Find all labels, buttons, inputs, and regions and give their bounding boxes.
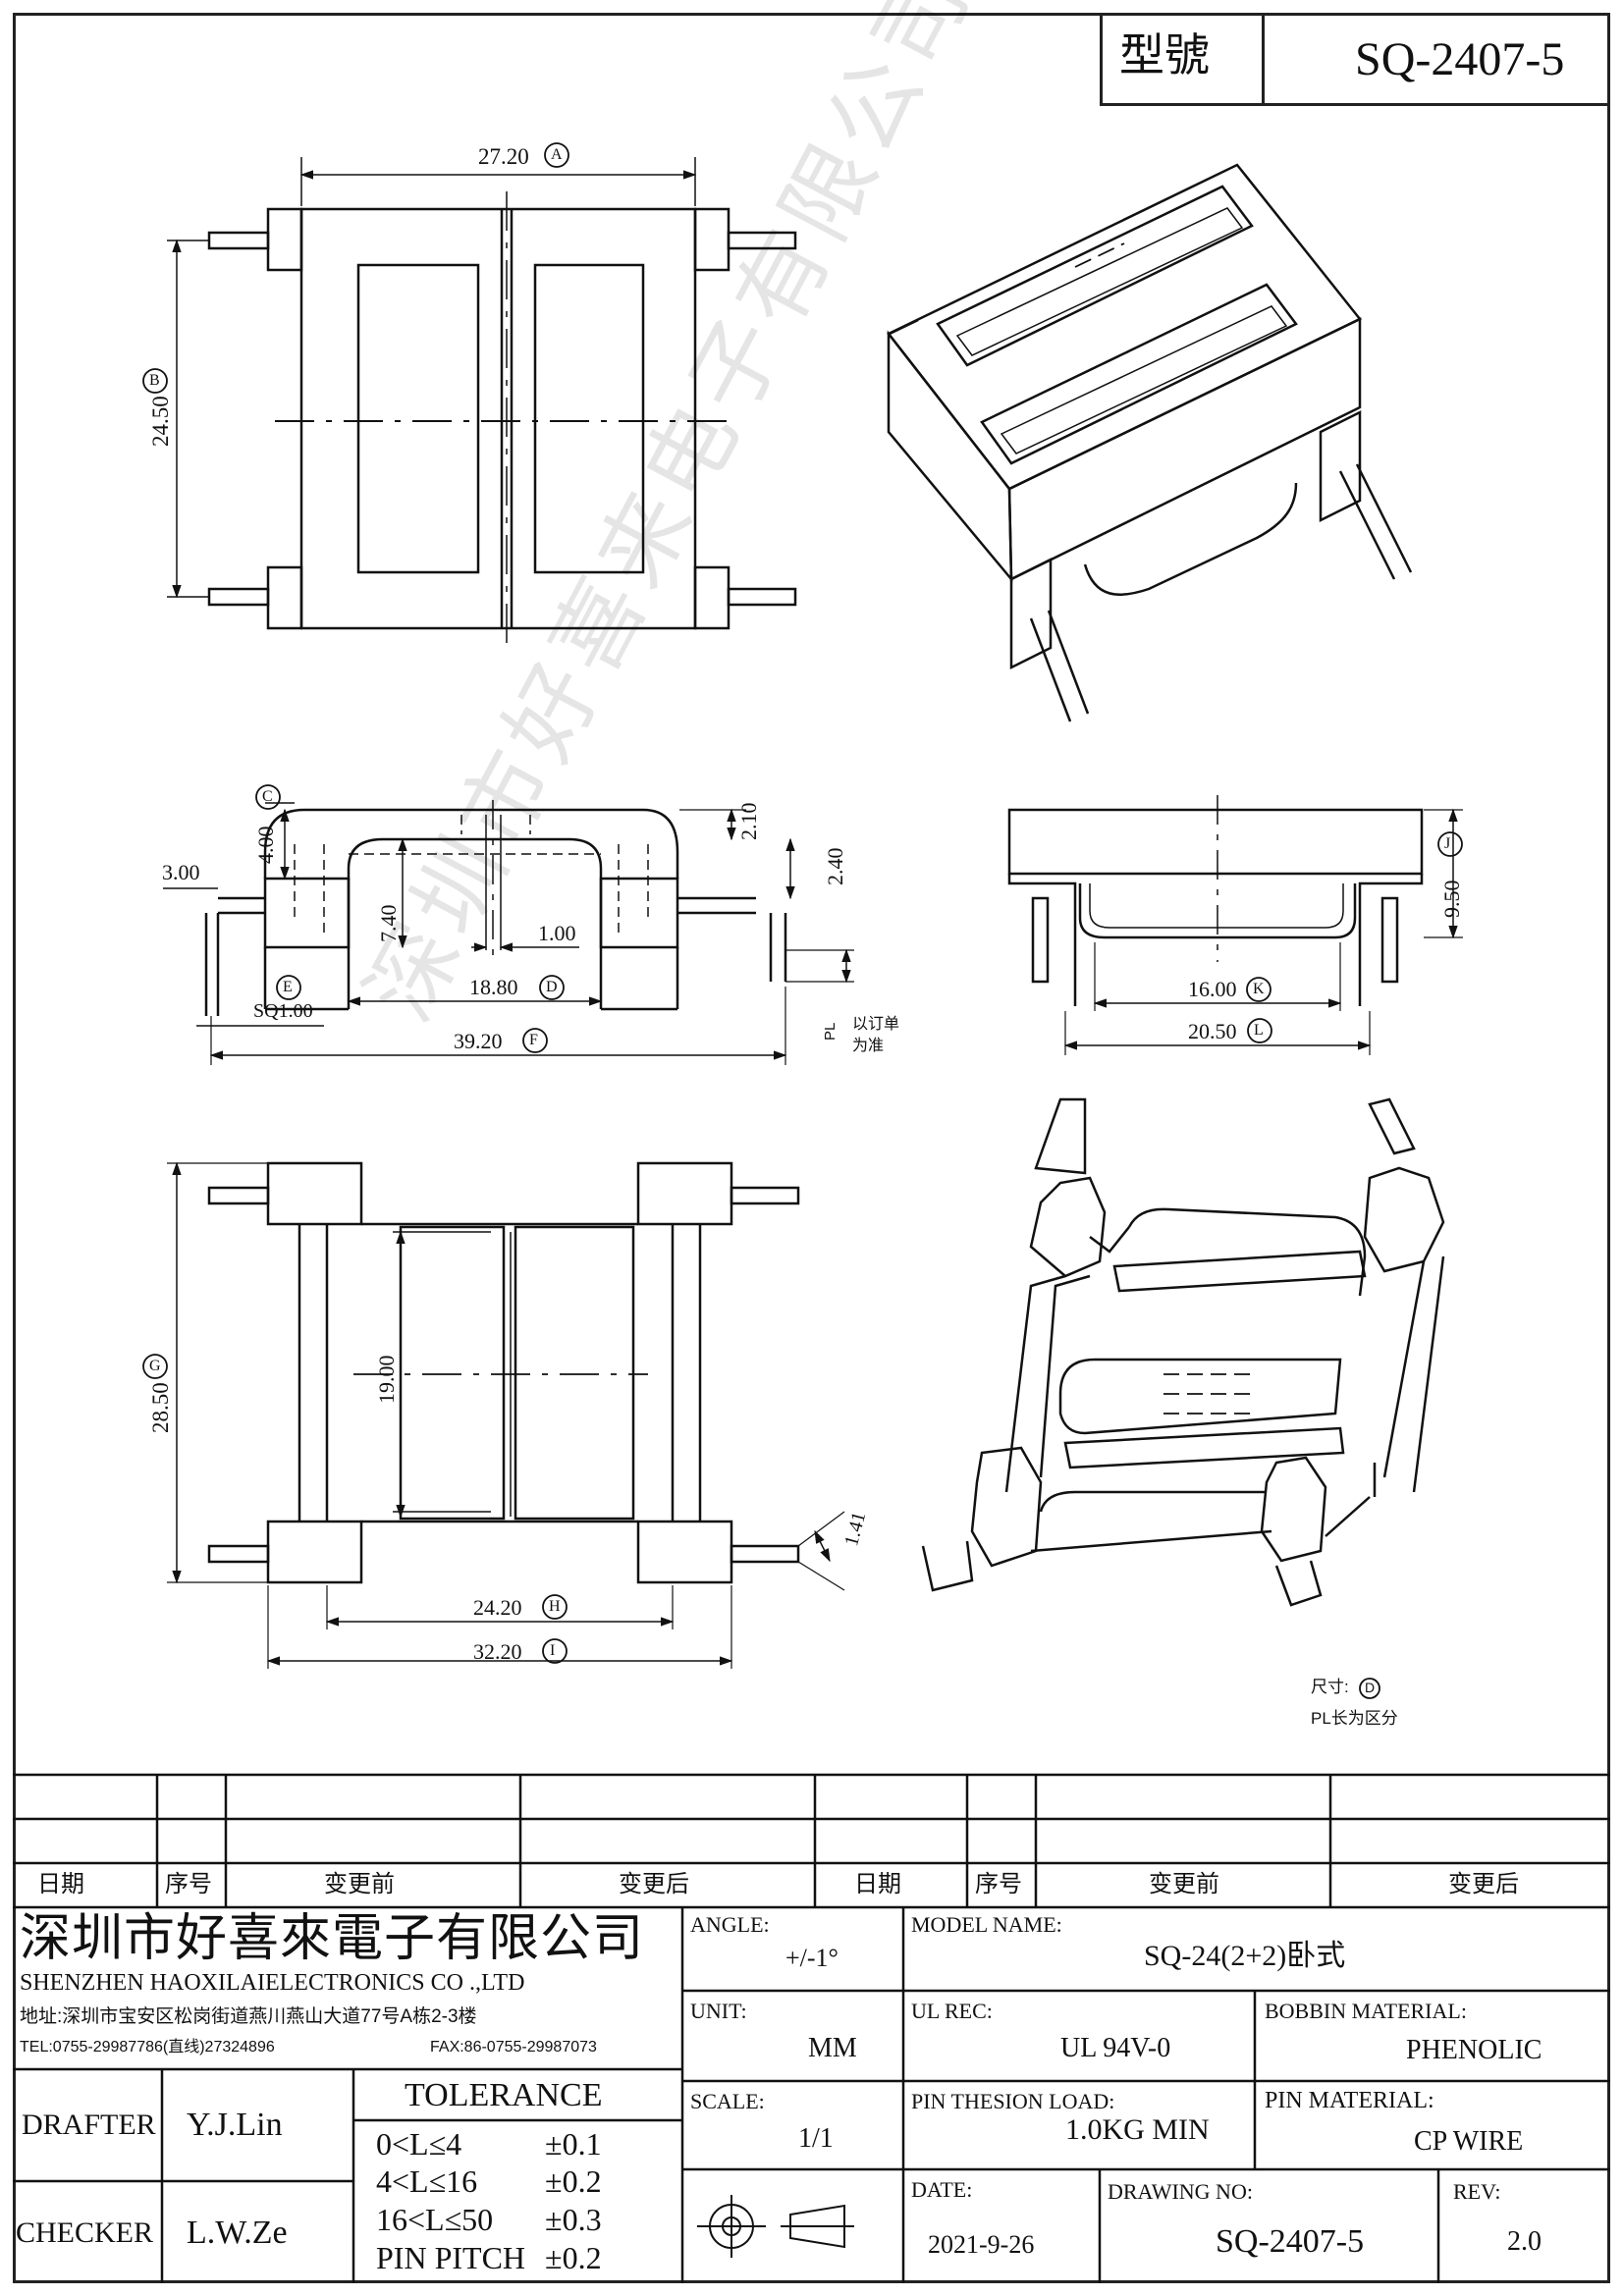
side-view bbox=[1007, 795, 1463, 1055]
pin-load-value: 1.0KG MIN bbox=[1065, 2113, 1210, 2146]
unit-label: UNIT: bbox=[690, 1999, 747, 2023]
size-note-tag: D bbox=[1365, 1680, 1376, 1695]
tolerance-value-2: ±0.2 bbox=[545, 2163, 602, 2199]
pl-label: PL bbox=[822, 1022, 839, 1041]
pl-note-line2: 为准 bbox=[852, 1038, 885, 1054]
dim-e-value: SQ1.00 bbox=[253, 1000, 313, 1022]
tolerance-value-1: ±0.1 bbox=[545, 2126, 602, 2162]
ul-label: UL REC: bbox=[911, 1999, 993, 2023]
model-box-value: SQ-2407-5 bbox=[1355, 33, 1565, 85]
projection-symbol bbox=[697, 2195, 854, 2258]
dim-d-tag: D bbox=[546, 979, 558, 995]
dim-300: 3.00 bbox=[162, 860, 200, 884]
size-note-line1: 尺寸: bbox=[1311, 1678, 1349, 1696]
scale-value: 1/1 bbox=[798, 2123, 834, 2154]
tolerance-value-4: ±0.2 bbox=[545, 2240, 602, 2275]
dim-e-tag: E bbox=[283, 979, 293, 995]
company-fax: FAX:86-0755-29987073 bbox=[430, 2039, 597, 2056]
dim-240: 2.40 bbox=[823, 847, 847, 886]
checker-label: CHECKER bbox=[16, 2216, 154, 2249]
dim-d-value: 18.80 bbox=[469, 975, 518, 999]
company-address: 地址:深圳市宝安区松岗街道燕川燕山大道77号A栋2-3楼 bbox=[20, 2006, 477, 2027]
dim-j-tag: J bbox=[1444, 835, 1451, 852]
dim-f-tag: F bbox=[529, 1032, 538, 1048]
dim-f-value: 39.20 bbox=[454, 1029, 503, 1053]
checker-value: L.W.Ze bbox=[187, 2215, 288, 2251]
date-label: DATE: bbox=[911, 2177, 973, 2202]
scale-label: SCALE: bbox=[690, 2089, 765, 2113]
drafter-label: DRAFTER bbox=[22, 2109, 156, 2141]
dim-h-tag: H bbox=[549, 1598, 561, 1615]
dim-740: 7.40 bbox=[376, 904, 401, 943]
drawing-no-label: DRAWING NO: bbox=[1108, 2179, 1253, 2204]
rev-header-no-1: 序号 bbox=[165, 1871, 212, 1897]
dimension-tags bbox=[142, 142, 1463, 1699]
title-block-grid bbox=[13, 1773, 1610, 2283]
dim-i-tag: I bbox=[550, 1642, 556, 1659]
bottom-view bbox=[167, 1161, 845, 1669]
model-box-label: 型號 bbox=[1119, 29, 1210, 80]
tolerance-range-4: PIN PITCH bbox=[376, 2240, 526, 2275]
rev-header-before-1: 变更前 bbox=[324, 1871, 395, 1897]
drawing-sheet bbox=[13, 13, 1610, 2283]
dim-k-value: 16.00 bbox=[1188, 977, 1237, 1001]
rev-header-date-2: 日期 bbox=[854, 1871, 901, 1897]
bobbin-value: PHENOLIC bbox=[1406, 2035, 1542, 2065]
dim-i-value: 32.20 bbox=[473, 1639, 522, 1664]
rev-header-after-2: 变更后 bbox=[1448, 1871, 1519, 1897]
dim-l-tag: L bbox=[1254, 1022, 1264, 1039]
dim-c-tag: C bbox=[262, 788, 273, 805]
isometric-view-bottom bbox=[921, 1097, 1445, 1607]
model-name-label: MODEL NAME: bbox=[911, 1912, 1062, 1937]
ul-value: UL 94V-0 bbox=[1060, 2033, 1171, 2063]
dim-g-tag: G bbox=[149, 1358, 161, 1374]
dim-100: 1.00 bbox=[538, 921, 576, 945]
pin-material-value: CP WIRE bbox=[1414, 2126, 1524, 2157]
tolerance-title: TOLERANCE bbox=[405, 2077, 603, 2113]
rev-header-date-1: 日期 bbox=[37, 1871, 84, 1897]
unit-value: MM bbox=[808, 2033, 857, 2063]
size-note-line2: PL长为区分 bbox=[1311, 1709, 1398, 1728]
angle-value: +/-1° bbox=[785, 1944, 839, 1972]
dim-1900: 19.00 bbox=[374, 1355, 399, 1405]
tolerance-value-3: ±0.3 bbox=[545, 2202, 602, 2237]
drawing-no-value: SQ-2407-5 bbox=[1216, 2223, 1365, 2260]
dim-a-tag: A bbox=[551, 146, 563, 163]
tolerance-range-1: 0<L≤4 bbox=[376, 2126, 462, 2162]
dim-l-value: 20.50 bbox=[1188, 1019, 1237, 1043]
rev-value: 2.0 bbox=[1507, 2226, 1542, 2257]
tolerance-range-3: 16<L≤50 bbox=[376, 2202, 494, 2237]
dim-b-value: 24.50 bbox=[148, 396, 173, 447]
dim-210: 2.10 bbox=[736, 802, 761, 841]
dim-g-value: 28.50 bbox=[148, 1382, 173, 1433]
angle-label: ANGLE: bbox=[690, 1912, 770, 1937]
pin-load-label: PIN THESION LOAD: bbox=[911, 2089, 1115, 2113]
dim-a-value: 27.20 bbox=[478, 144, 529, 169]
rev-header-no-2: 序号 bbox=[975, 1871, 1022, 1897]
isometric-view-top bbox=[887, 163, 1413, 722]
front-view bbox=[163, 800, 854, 1065]
rev-header-after-1: 变更后 bbox=[619, 1871, 689, 1897]
top-view bbox=[167, 157, 797, 648]
pin-material-label: PIN MATERIAL: bbox=[1265, 2088, 1434, 2113]
model-box bbox=[1100, 13, 1610, 106]
rev-label: REV: bbox=[1453, 2179, 1501, 2204]
model-name-value: SQ-24(2+2)卧式 bbox=[1144, 1940, 1346, 1972]
company-tel: TEL:0755-29987786(直线)27324896 bbox=[20, 2039, 275, 2056]
drafter-value: Y.J.Lin bbox=[187, 2107, 283, 2143]
tolerance-range-2: 4<L≤16 bbox=[376, 2163, 478, 2199]
company-name-cn: 深圳市好喜來電子有限公司 bbox=[20, 1911, 645, 1967]
dim-c-value: 4.00 bbox=[253, 826, 278, 865]
date-value: 2021-9-26 bbox=[928, 2230, 1035, 2259]
dim-h-value: 24.20 bbox=[473, 1595, 522, 1620]
bobbin-label: BOBBIN MATERIAL: bbox=[1265, 1999, 1467, 2023]
rev-header-before-2: 变更前 bbox=[1149, 1871, 1219, 1897]
pl-note-line1: 以订单 bbox=[852, 1016, 900, 1033]
dim-j-value: 9.50 bbox=[1439, 880, 1464, 919]
dim-k-tag: K bbox=[1253, 981, 1265, 997]
company-name-en: SHENZHEN HAOXILAIELECTRONICS CO .,LTD bbox=[20, 1970, 525, 1996]
dim-b-tag: B bbox=[149, 372, 160, 389]
